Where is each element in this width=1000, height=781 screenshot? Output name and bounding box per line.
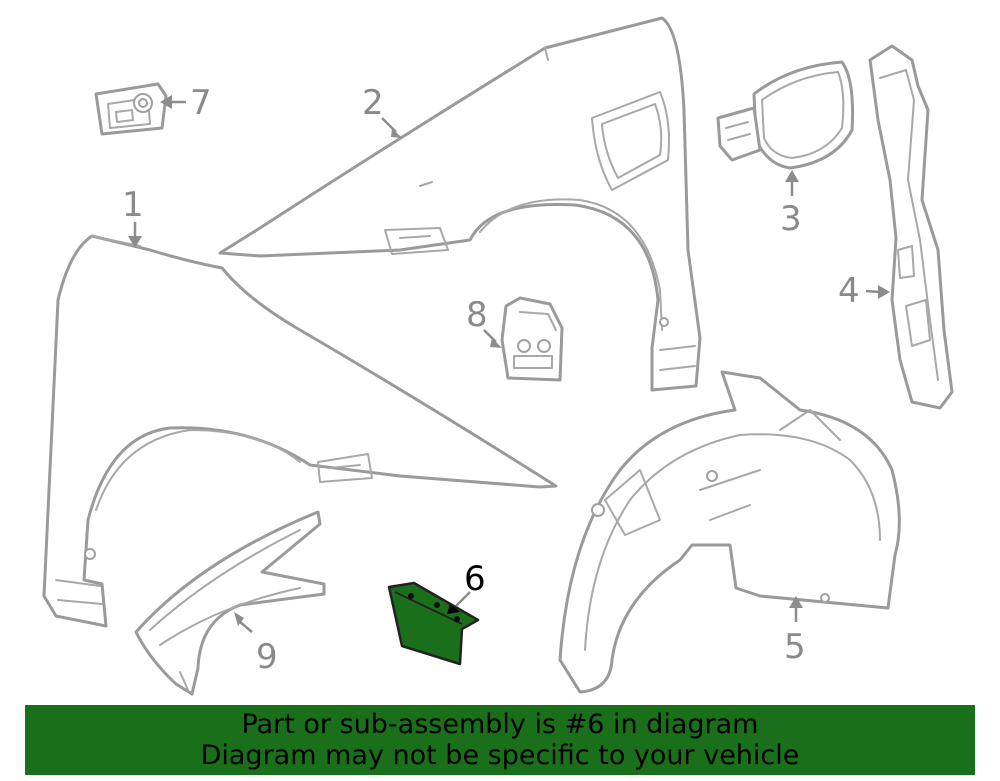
banner-line-2: Diagram may not be specific to your vehi… [200, 740, 800, 771]
callout-6: 6 [464, 559, 486, 599]
banner-line-1: Part or sub-assembly is #6 in diagram [241, 709, 759, 740]
callout-9: 9 [256, 637, 278, 677]
part-6-highlighted-bracket [387, 581, 480, 666]
part-8-plate [500, 296, 564, 382]
part-1-fender [42, 234, 558, 628]
callout-2: 2 [362, 83, 384, 123]
callout-5: 5 [784, 627, 806, 667]
callout-1: 1 [122, 185, 144, 225]
callout-8: 8 [466, 295, 488, 335]
part-3-fuel-door [716, 60, 855, 170]
callout-7: 7 [190, 83, 212, 123]
parts-diagram: 1 2 3 4 5 6 7 8 9 [42, 16, 954, 696]
info-banner: Part or sub-assembly is #6 in diagram Di… [25, 705, 975, 775]
callout-3: 3 [780, 199, 802, 239]
part-5-wheelhouse-liner [558, 370, 901, 694]
part-9-deflector [134, 510, 326, 696]
callout-4: 4 [838, 271, 860, 311]
part-4-vertical-bracket [868, 44, 954, 410]
leader-lines [128, 95, 890, 633]
part-7-latch-bracket [94, 82, 168, 136]
